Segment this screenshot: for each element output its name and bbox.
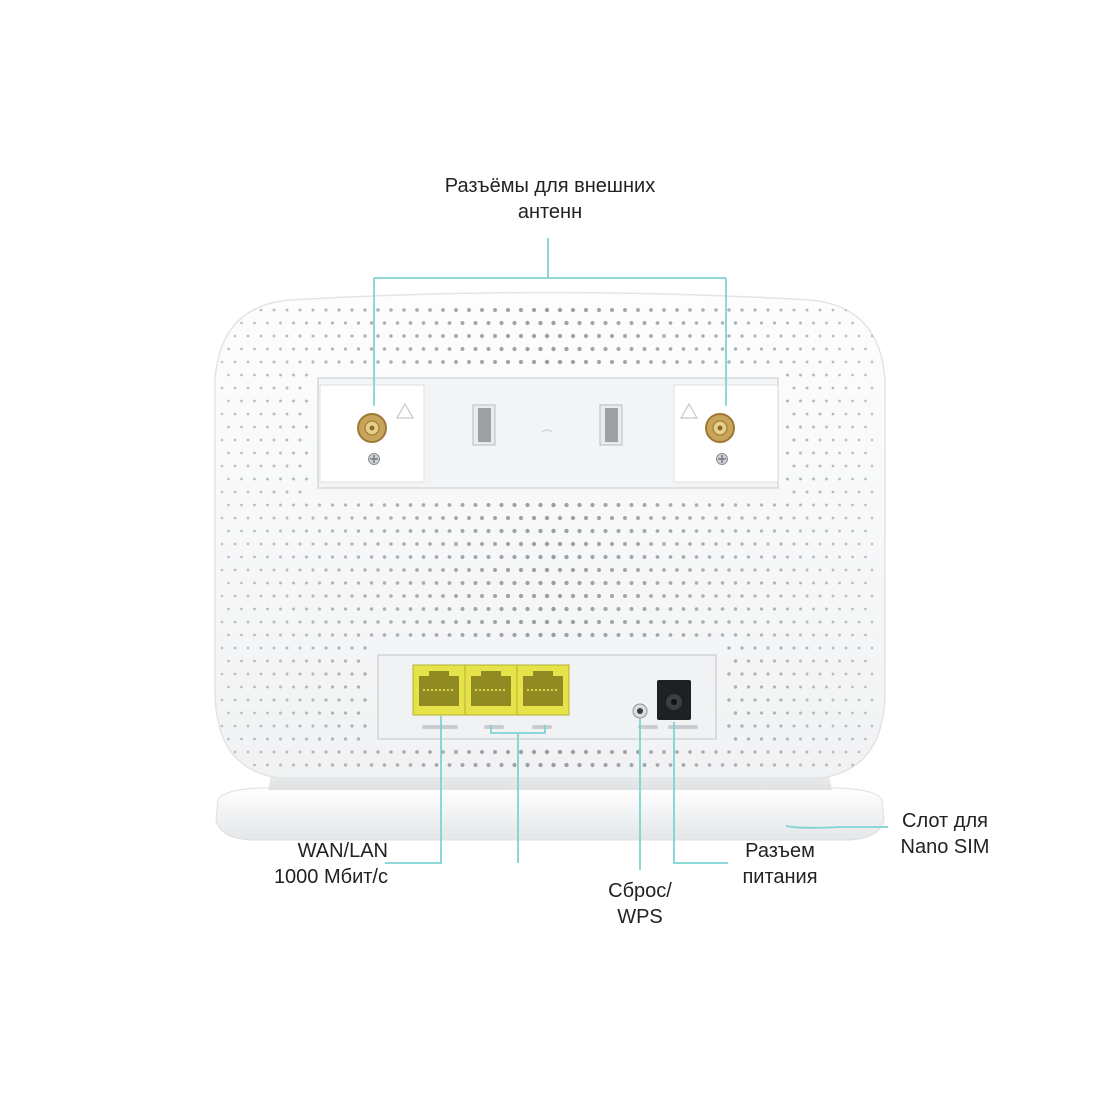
power-label-line2: питания — [742, 866, 818, 888]
power-label-line1: Разъем — [745, 840, 815, 862]
ventilation-holes — [220, 307, 874, 768]
callout-lines — [373, 238, 888, 870]
reset-label-line2: WPS — [617, 906, 663, 928]
nano-sim-slot-label: Слот для Nano SIM — [880, 808, 1010, 860]
reset-wps-label: Сброс/ WPS — [580, 878, 700, 930]
sim-label-line1: Слот для — [902, 810, 988, 832]
wan-lan-label-line1: WAN/LAN — [297, 840, 388, 862]
antenna-panel — [317, 377, 779, 489]
port-panel — [377, 654, 717, 740]
warning-icon — [395, 402, 699, 419]
antenna-connectors-label: Разъёмы для внешних антенн — [400, 173, 700, 225]
lan-callout — [490, 725, 546, 863]
reset-label-line1: Сброс/ — [608, 880, 672, 902]
sim-label-line2: Nano SIM — [900, 836, 990, 858]
antenna-callout — [373, 238, 727, 406]
antenna-label-line1: Разъёмы для внешних — [444, 175, 656, 197]
power-jack[interactable] — [657, 680, 691, 720]
ethernet-port-lan-1[interactable] — [464, 664, 518, 716]
wan-lan-label: WAN/LAN 1000 Мбит/с — [210, 838, 388, 890]
ethernet-port-wan-lan[interactable] — [412, 664, 466, 716]
wan-lan-label-line2: 1000 Мбит/с — [273, 866, 388, 888]
ethernet-port-lan-2[interactable] — [516, 664, 570, 716]
sim-callout — [785, 825, 888, 829]
wan-lan-callout — [385, 716, 442, 864]
antenna-connector-right[interactable] — [705, 413, 735, 443]
mount-slot — [472, 404, 623, 446]
power-jack-label: Разъем питания — [720, 838, 840, 890]
reset-wps-button[interactable] — [632, 703, 648, 719]
power-callout — [673, 722, 728, 864]
screw-icon — [368, 453, 728, 465]
antenna-label-line2: антенн — [517, 201, 583, 223]
antenna-connector-left[interactable] — [357, 413, 387, 443]
